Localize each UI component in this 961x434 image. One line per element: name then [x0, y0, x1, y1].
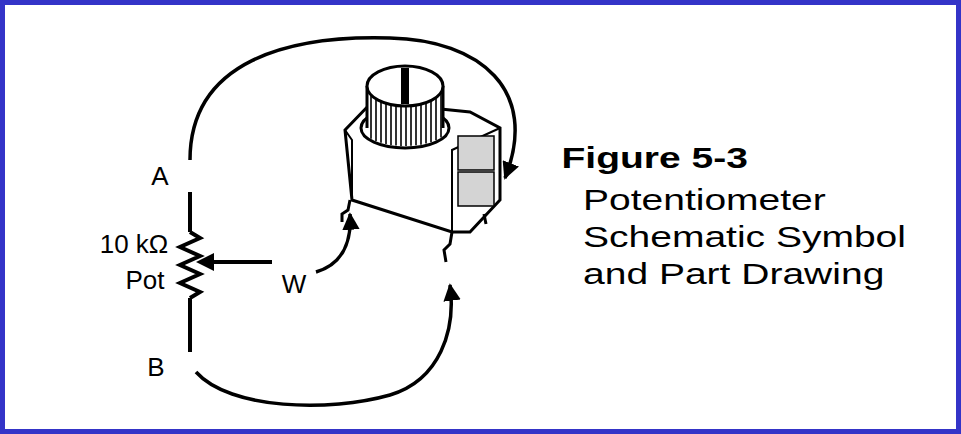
pot-side-pad: [458, 172, 494, 206]
pointer-arrow-b: [196, 285, 451, 405]
terminal-label: A: [151, 163, 168, 189]
wiper-arrowhead: [196, 253, 214, 271]
wiper-pin: [342, 200, 350, 222]
figure-caption: Potentiometer Schematic Symbol and Part …: [583, 181, 924, 292]
pot-side-pad: [458, 136, 494, 170]
terminal-label: W: [282, 271, 307, 297]
knurl-stroke: [370, 92, 372, 139]
knob-slot: [401, 68, 409, 104]
resistor-symbol: [180, 232, 200, 298]
part-name: Pot: [125, 267, 164, 293]
terminal-pin-b: [444, 232, 452, 262]
wire-a: [188, 192, 192, 232]
terminal-label: B: [147, 354, 164, 380]
terminal-pin-a: [484, 214, 486, 224]
wiper-line: [208, 260, 272, 264]
wire-b: [188, 298, 192, 352]
figure-number: Figure 5-3: [561, 143, 747, 173]
pot-body-edge: [452, 128, 500, 232]
pot-body-edge: [345, 130, 352, 200]
frame-border: [3, 3, 959, 432]
knurl-stroke: [440, 92, 442, 137]
knob-top: [367, 66, 443, 106]
pointer-arrow-w: [316, 214, 350, 272]
potentiometer-part: [342, 66, 500, 262]
resistance-value: 10 kΩ: [100, 231, 169, 257]
